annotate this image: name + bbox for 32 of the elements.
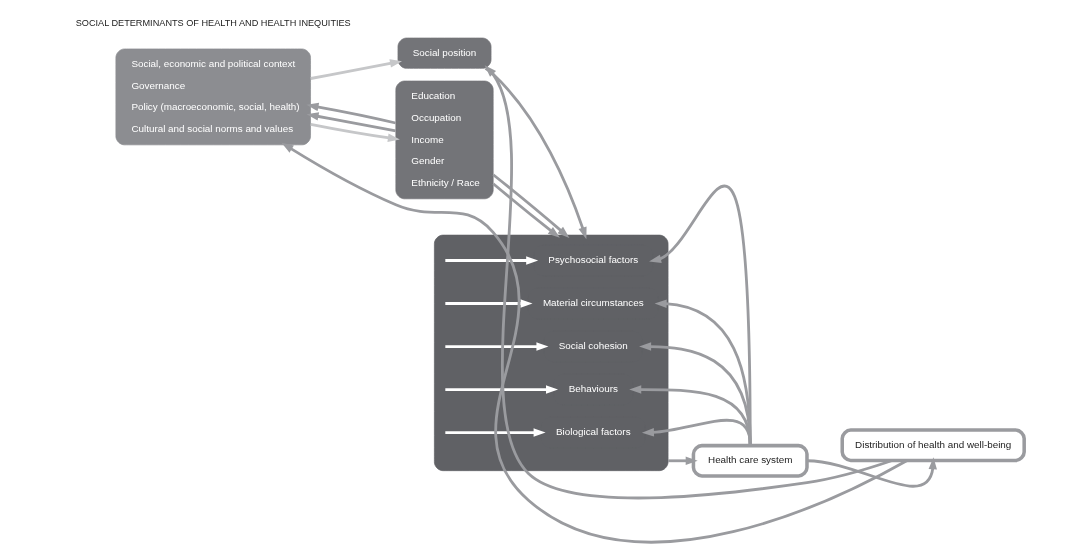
- arrow: [629, 385, 752, 445]
- node-text: Social cohesion: [558, 340, 628, 352]
- arrow: [281, 142, 908, 544]
- node-box: Social, economic and political context Governance Policy (macroeconomic, social, health) Cultural and social norms and values: [115, 48, 311, 146]
- arrow: [445, 299, 533, 308]
- arrow: [639, 342, 752, 445]
- arrow: [492, 182, 560, 238]
- node-text: Behaviours: [568, 383, 618, 395]
- arrow: [310, 123, 400, 142]
- arrow: [492, 173, 570, 238]
- arrow: [484, 65, 893, 500]
- arrow: [806, 457, 937, 488]
- node-text: Material circumstances: [542, 297, 644, 309]
- arrow: [445, 428, 546, 437]
- node-box: Health care system: [691, 443, 809, 478]
- arrow: [445, 385, 559, 394]
- node-text: Psychosocial factors: [548, 254, 639, 266]
- arrow: [310, 59, 402, 80]
- arrow: [649, 185, 752, 445]
- arrow: [484, 67, 587, 240]
- arrow: [668, 456, 698, 465]
- node-box: Distribution of health and well-being: [840, 428, 1026, 463]
- node-text: Biological factors: [556, 426, 631, 438]
- arrow: [445, 256, 539, 265]
- arrow: [641, 418, 752, 445]
- arrow: [306, 112, 396, 133]
- node-box: Social position: [397, 37, 492, 69]
- node-box: Education Occupation Income Gender Ethnicity / Race: [395, 80, 494, 200]
- arrow: [306, 102, 396, 125]
- label: SOCIAL DETERMINANTS OF HEALTH AND HEALTH INEQUITIES: [75, 17, 351, 28]
- arrow: [654, 299, 752, 445]
- arrow: [445, 342, 549, 351]
